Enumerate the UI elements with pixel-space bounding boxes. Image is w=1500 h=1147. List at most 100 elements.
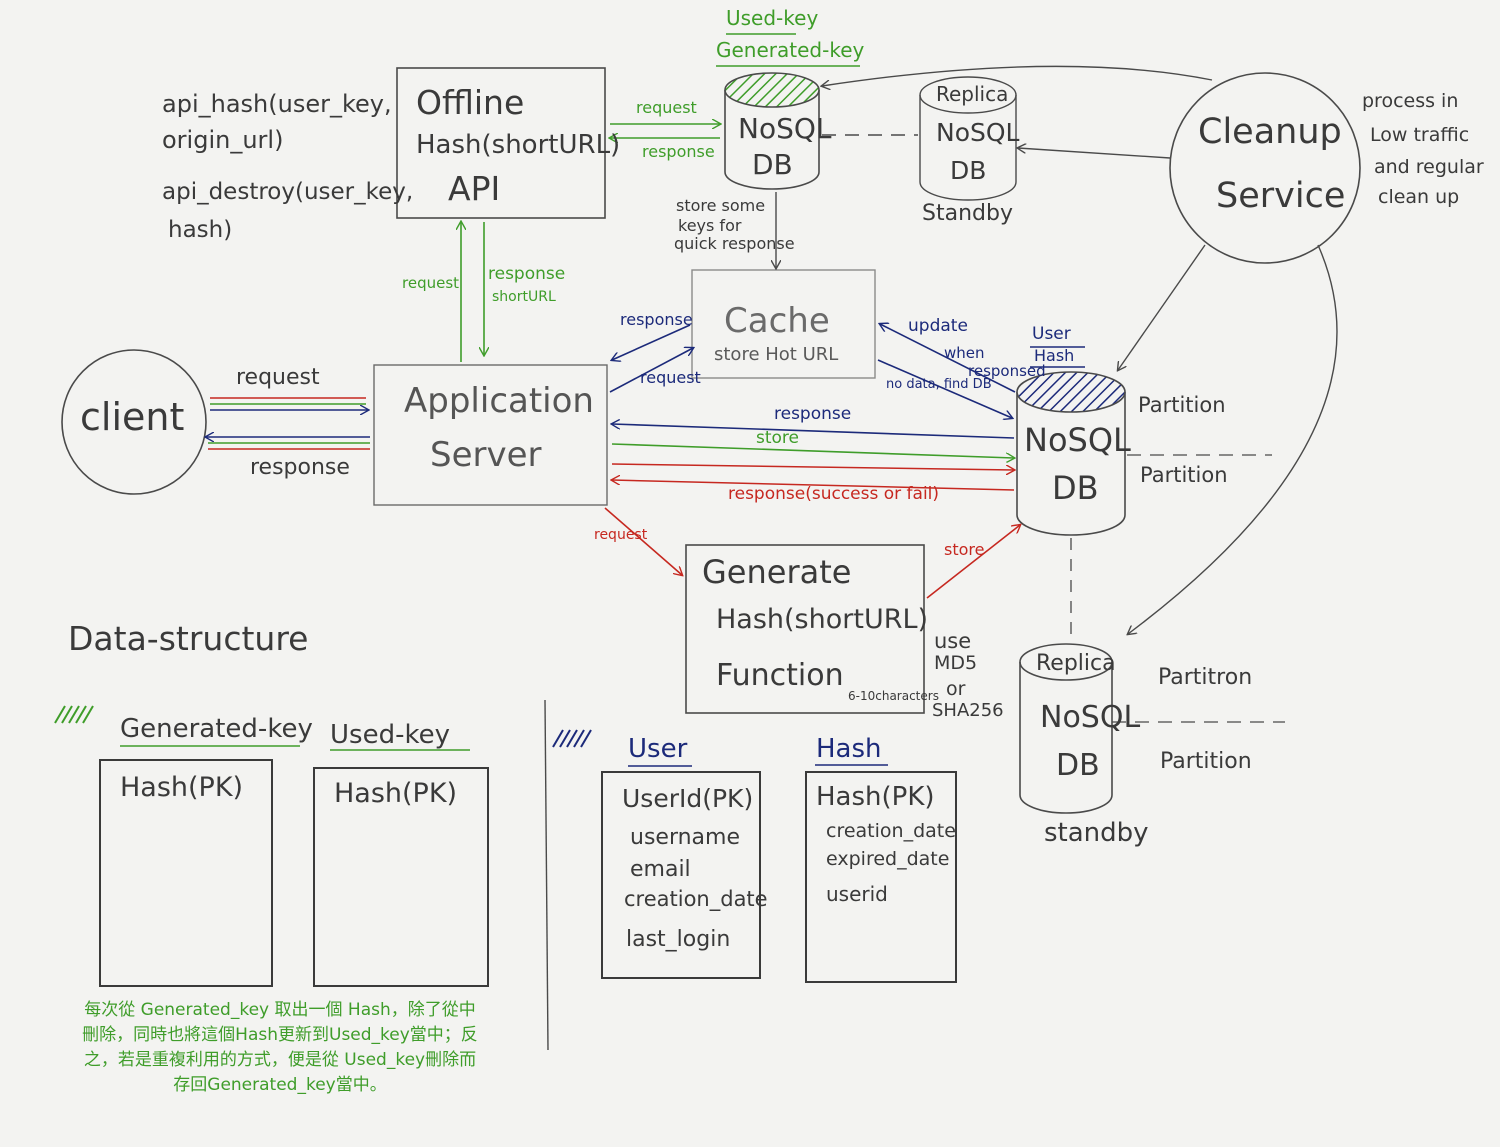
label-api-request: request [402,274,460,292]
cache-store-note-line3: quick response [674,234,795,253]
user-field: UserId(PK) [622,784,754,813]
generated-key-field: Hash(PK) [120,772,244,803]
replica-top-line1: NoSQL [936,118,1020,147]
label-db-store: store [756,428,799,448]
hash-field: creation_date [826,820,956,842]
generated-key-title: Generated-key [120,714,313,744]
generate-chars-note: 6-10characters [848,689,939,703]
label-client-response: response [250,455,350,480]
label-gen-request: request [594,527,648,543]
maindb-line1: NoSQL [1024,421,1131,459]
arrow-app-store-green [611,443,1014,458]
key-db-cylinder [724,72,820,190]
hash-table [805,771,957,983]
replica-bottom-partition1: Partitron [1158,665,1253,690]
label-offline-response: response [642,142,715,161]
generate-line1: Generate [702,553,852,591]
generate-use-line1: use [934,629,972,653]
client-circle [61,349,207,495]
arrow-app-to-db-red [611,463,1014,470]
maindb-hash-label: Hash [1034,346,1075,365]
user-table [601,771,761,979]
maindb-partition2: Partition [1140,463,1228,487]
generate-use-line3: or [946,678,966,700]
arrow-cleanup-to-keydb [822,65,1213,86]
replica-top-cylinder [919,76,1017,201]
generate-line3: Function [716,658,844,693]
used-key-title: Used-key [330,720,450,750]
maindb-partition1: Partition [1138,393,1226,417]
main-db-cylinder [1016,371,1126,536]
cache-box [691,269,876,379]
label-db-response-result: response(success or fail) [728,484,940,504]
arrow-app-to-cache [609,348,693,393]
generate-box [685,544,925,714]
cleanup-note-line2: Low traffic [1370,124,1470,146]
green-hatch-legend [54,705,94,724]
replica-bottom-partition2: Partition [1160,749,1252,774]
keydb-line2: DB [752,148,793,181]
offline-api-line3: API [448,169,501,208]
used-key-field: Hash(PK) [334,778,458,809]
label-cache-nodata: no data, find DB [886,377,992,392]
hash-field: expired_date [826,848,950,870]
generate-use-line4: SHA256 [932,700,1004,721]
maindb-line2: DB [1052,469,1099,507]
cleanup-note-line3: and regular [1374,156,1484,178]
section-divider [544,699,549,1051]
user-field: username [630,825,740,850]
api-destroy-note-line1: api_destroy(user_key, [162,179,414,205]
arrow-db-to-cache [880,324,1016,393]
hash-field: userid [826,882,888,906]
arrow-cleanup-to-maindb [1118,244,1206,370]
cache-title: Cache [724,301,830,341]
api-hash-note-line1: api_hash(user_key, [162,90,392,118]
cleanup-circle [1169,72,1361,264]
arrow-cleanup-to-replica-top [1018,148,1171,159]
cleanup-line1: Cleanup [1198,112,1342,152]
replica-top-line2: DB [950,156,987,185]
data-structure-title: Data-structure [68,619,309,658]
user-title: User [628,734,688,764]
arrow-generate-to-db [926,525,1020,599]
generate-line2: Hash(shortURL) [716,604,929,635]
maindb-user-label: User [1032,324,1071,344]
generated-key-table [99,759,273,987]
cache-subtitle: store Hot URL [714,344,839,365]
offline-api-line2: Hash(shortURL) [416,130,621,160]
label-cache-update-line2: when [944,344,985,362]
replica-bottom-line2: DB [1056,748,1100,783]
replica-top-standby: Standby [922,201,1013,226]
hash-field: Hash(PK) [816,782,935,812]
app-server-line1: Application [404,381,594,421]
data-structure-note: 每次從 Generated_key 取出一個 Hash，除了從中刪除，同時也將這… [82,1000,478,1095]
app-server-line2: Server [430,435,542,475]
cache-store-note-line1: store some [676,196,766,215]
label-offline-request: request [636,98,697,117]
offline-api-line1: Offline [416,83,525,122]
arrow-app-to-generate [604,507,682,575]
label-cache-response: response [620,310,693,329]
arrow-cleanup-to-replica-bottom [1128,244,1338,634]
label-cache-request: request [640,368,701,387]
cleanup-note-line4: clean up [1378,186,1460,208]
generate-use-line2: MD5 [934,652,978,674]
replica-bottom-line1: NoSQL [1040,700,1141,735]
keydb-generated-key-label: Generated-key [716,38,865,62]
app-server-box [373,364,608,506]
label-api-response-line2: shortURL [492,289,556,305]
keydb-line1: NoSQL [738,112,832,145]
api-destroy-note-line2: hash) [168,217,233,243]
label-cache-update-line1: update [908,316,968,336]
arrow-cache-to-db [877,359,1012,418]
used-key-table [313,767,489,987]
label-cache-update-line3: responsed [968,362,1046,380]
replica-bottom-cylinder [1019,643,1113,814]
label-client-request: request [236,365,320,390]
user-field: creation_date [624,887,768,911]
offline-api-box [396,67,606,219]
client-label: client [80,395,185,439]
api-hash-note-line2: origin_url) [162,126,284,154]
user-field: last_login [626,927,731,952]
cleanup-line2: Service [1216,176,1346,216]
